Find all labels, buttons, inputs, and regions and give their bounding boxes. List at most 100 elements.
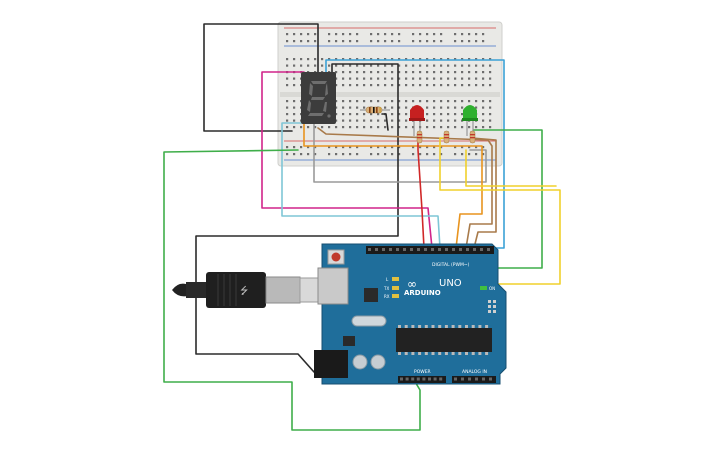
chip-pin bbox=[418, 325, 422, 328]
chip-pin bbox=[424, 325, 428, 328]
breadboard-hole bbox=[391, 58, 394, 61]
top-rail-holes bbox=[286, 33, 485, 156]
breadboard-hole bbox=[440, 113, 443, 116]
breadboard-hole bbox=[461, 77, 464, 80]
header-pin bbox=[433, 377, 437, 381]
breadboard-hole bbox=[412, 64, 415, 67]
breadboard-hole bbox=[342, 126, 345, 129]
wire-black-loop[interactable] bbox=[203, 23, 319, 132]
breadboard-hole bbox=[293, 119, 296, 122]
wire-brown-1[interactable] bbox=[317, 127, 493, 249]
seven-segment-display[interactable] bbox=[301, 72, 336, 124]
breadboard-hole bbox=[489, 77, 492, 80]
on-label: ON bbox=[489, 286, 495, 291]
chip-pin bbox=[458, 325, 462, 328]
wire-cyan[interactable] bbox=[281, 122, 441, 249]
breadboard-hole bbox=[342, 71, 345, 74]
chip-pin bbox=[438, 352, 442, 355]
header-pin bbox=[452, 248, 455, 251]
breadboard-hole bbox=[426, 58, 429, 61]
led-red[interactable] bbox=[409, 105, 425, 136]
resistor[interactable] bbox=[360, 106, 390, 114]
breadboard-hole bbox=[461, 84, 464, 87]
model-label: UNO bbox=[439, 278, 462, 289]
breadboard-hole bbox=[454, 126, 457, 129]
breadboard-hole bbox=[461, 100, 464, 103]
header-pin bbox=[489, 377, 492, 381]
breadboard-hole bbox=[447, 77, 450, 80]
breadboard-hole bbox=[363, 71, 366, 74]
breadboard-hole bbox=[426, 64, 429, 67]
rail-hole bbox=[391, 153, 394, 156]
analog-header bbox=[452, 376, 496, 383]
breadboard-hole bbox=[363, 84, 366, 87]
rail-hole bbox=[384, 153, 387, 156]
tx-led bbox=[392, 286, 399, 290]
brand-label: ARDUINO bbox=[404, 289, 441, 297]
breadboard-hole bbox=[370, 119, 373, 122]
breadboard-hole bbox=[286, 64, 289, 67]
led-resistor-1[interactable] bbox=[416, 130, 423, 144]
rail-hole bbox=[286, 33, 289, 36]
usb-cable[interactable]: ⭍ bbox=[172, 272, 321, 308]
breadboard-hole bbox=[489, 119, 492, 122]
wire-gray[interactable] bbox=[313, 123, 487, 183]
breadboard-hole bbox=[447, 84, 450, 87]
header-pin bbox=[411, 377, 415, 381]
wire-green-power[interactable] bbox=[163, 149, 421, 431]
header-pin bbox=[482, 377, 485, 381]
breadboard-hole bbox=[356, 84, 359, 87]
breadboard-hole bbox=[489, 84, 492, 87]
rail-hole bbox=[419, 40, 422, 43]
wire-black-resistor[interactable] bbox=[381, 113, 389, 131]
breadboard-hole bbox=[419, 64, 422, 67]
breadboard-hole bbox=[468, 64, 471, 67]
breadboard-hole bbox=[370, 100, 373, 103]
breadboard-hole bbox=[482, 113, 485, 116]
power-header bbox=[398, 376, 446, 383]
header-pin bbox=[473, 248, 476, 251]
l-label: L bbox=[386, 277, 389, 282]
rail-hole bbox=[384, 33, 387, 36]
wire-brown-2[interactable] bbox=[471, 137, 497, 249]
breadboard-hole bbox=[293, 84, 296, 87]
breadboard-hole bbox=[468, 71, 471, 74]
capacitor-2 bbox=[370, 354, 386, 370]
breadboard-hole bbox=[398, 126, 401, 129]
led-resistor-3[interactable] bbox=[469, 130, 476, 144]
breadboard-hole bbox=[489, 126, 492, 129]
breadboard-hole bbox=[370, 126, 373, 129]
rail-hole bbox=[370, 33, 373, 36]
rail-hole bbox=[342, 33, 345, 36]
breadboard-hole bbox=[349, 113, 352, 116]
wire-magenta[interactable] bbox=[261, 71, 433, 249]
breadboard-hole bbox=[293, 58, 296, 61]
chip-pin bbox=[398, 325, 401, 328]
wire-blue[interactable] bbox=[325, 59, 505, 249]
breadboard-hole bbox=[482, 58, 485, 61]
rx-led bbox=[392, 294, 399, 298]
rail-hole bbox=[314, 33, 317, 36]
led-resistor-2[interactable] bbox=[443, 130, 450, 144]
rail-hole bbox=[440, 33, 443, 36]
breadboard-hole bbox=[342, 77, 345, 80]
breadboard-hole bbox=[293, 106, 296, 109]
breadboard-hole bbox=[342, 106, 345, 109]
breadboard-hole bbox=[405, 100, 408, 103]
breadboard-hole bbox=[377, 84, 380, 87]
arduino-board[interactable]: DIGITAL (PWM~) ARDUINO UNO ∞ TX RX L ON … bbox=[314, 243, 507, 385]
breadboard-hole bbox=[475, 126, 478, 129]
rail-hole bbox=[286, 146, 289, 149]
segments bbox=[307, 81, 331, 118]
header-pin bbox=[454, 377, 457, 381]
breadboard[interactable] bbox=[277, 21, 503, 167]
chip-pin bbox=[444, 352, 448, 355]
rail-hole bbox=[293, 40, 296, 43]
wire-black-gnd[interactable] bbox=[195, 63, 399, 373]
wire-yellow-2[interactable] bbox=[465, 149, 557, 187]
led-green[interactable] bbox=[462, 105, 478, 136]
wire-orange[interactable] bbox=[303, 123, 483, 249]
breadboard-hole bbox=[370, 77, 373, 80]
rail-hole bbox=[328, 146, 331, 149]
breadboard-hole bbox=[447, 58, 450, 61]
